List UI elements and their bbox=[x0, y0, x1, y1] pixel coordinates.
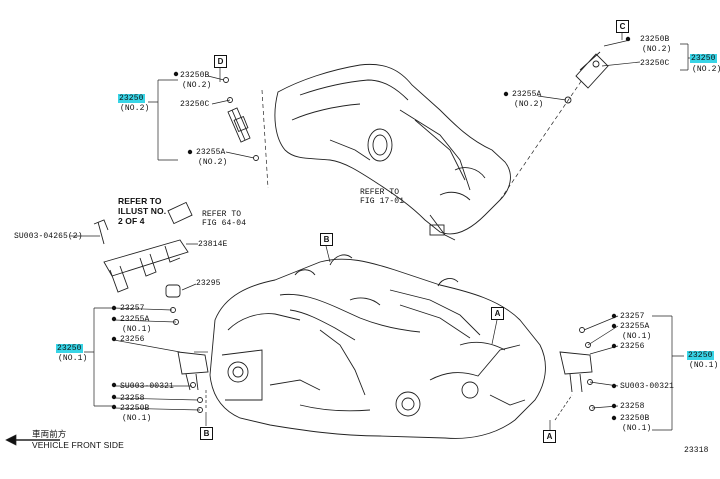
vehicle-front-jp: 車両前方 bbox=[32, 429, 67, 439]
label-23250-lr: 23250 bbox=[687, 351, 714, 360]
ref-box-c: C bbox=[616, 20, 629, 33]
label-23295: 23295 bbox=[196, 279, 221, 288]
label-no1-lr1: (NO.1) bbox=[622, 332, 652, 341]
ref-box-a-engine: A bbox=[491, 307, 504, 320]
label-su003-00321-lr: SU003-00321 bbox=[620, 382, 674, 391]
fuel-rail-drawing bbox=[93, 201, 193, 298]
refer-illust-line2: ILLUST NO. bbox=[118, 206, 167, 216]
label-no2-tr3: (NO.2) bbox=[514, 100, 544, 109]
label-23258-ll: 23258 bbox=[120, 394, 145, 403]
label-23814e: 23814E bbox=[198, 240, 228, 249]
refer-fig-17-01-line1: REFER TO bbox=[360, 188, 400, 197]
label-no2-tr2: (NO.2) bbox=[692, 65, 720, 74]
label-23256-ll: 23256 bbox=[120, 335, 145, 344]
label-23250-tl: 23250 bbox=[118, 94, 145, 103]
label-23257-ll: 23257 bbox=[120, 304, 145, 313]
label-23250c-tr: 23250C bbox=[640, 59, 670, 68]
intake-manifold-drawing bbox=[274, 63, 511, 241]
ref-box-b-engine: B bbox=[320, 233, 333, 246]
refer-fig-64-04-line1: REFER TO bbox=[202, 210, 242, 219]
vehicle-front-en: VEHICLE FRONT SIDE bbox=[32, 440, 124, 450]
diagram-number: 23318 bbox=[684, 446, 709, 455]
ref-box-d: D bbox=[214, 55, 227, 68]
refer-illust-line1: REFER TO bbox=[118, 196, 162, 206]
leader-lines bbox=[5, 32, 696, 446]
label-23255a-lr: 23255A bbox=[620, 322, 650, 331]
label-23257-lr: 23257 bbox=[620, 312, 645, 321]
label-su003-00321-ll: SU003-00321 bbox=[120, 382, 174, 391]
label-no1-ll2: (NO.1) bbox=[58, 354, 88, 363]
label-su003-04265: SU003-04265(2) bbox=[14, 232, 83, 241]
label-no2-tr1: (NO.2) bbox=[642, 45, 672, 54]
label-no2-tl2: (NO.2) bbox=[120, 104, 150, 113]
label-23250b-ll: 23250B bbox=[120, 404, 150, 413]
label-no2-tl1: (NO.2) bbox=[182, 81, 212, 90]
label-no1-ll1: (NO.1) bbox=[122, 325, 152, 334]
label-23250b-tr: 23250B bbox=[640, 35, 670, 44]
label-23256-lr: 23256 bbox=[620, 342, 645, 351]
label-23250-tr: 23250 bbox=[690, 54, 717, 63]
label-23250c-tl: 23250C bbox=[180, 100, 210, 109]
label-23250b-lr: 23250B bbox=[620, 414, 650, 423]
label-23258-lr: 23258 bbox=[620, 402, 645, 411]
label-23255a-tr: 23255A bbox=[512, 90, 542, 99]
label-23250b-tl: 23250B bbox=[180, 71, 210, 80]
engine-block-drawing bbox=[209, 254, 546, 439]
label-23255a-tl: 23255A bbox=[196, 148, 226, 157]
ref-box-a-lower: A bbox=[543, 430, 556, 443]
label-23250-ll: 23250 bbox=[56, 344, 83, 353]
label-no1-lr2: (NO.1) bbox=[689, 361, 719, 370]
refer-fig-17-01-line2: FIG 17-01 bbox=[360, 197, 405, 206]
refer-fig-64-04-line2: FIG 64-04 bbox=[202, 219, 247, 228]
bullet-dots bbox=[111, 36, 631, 421]
label-no1-lr3: (NO.1) bbox=[622, 424, 652, 433]
refer-illust-line3: 2 OF 4 bbox=[118, 216, 145, 226]
ref-box-b-lower: B bbox=[200, 427, 213, 440]
label-no1-ll3: (NO.1) bbox=[122, 414, 152, 423]
label-no2-tl3: (NO.2) bbox=[198, 158, 228, 167]
label-23255a-ll: 23255A bbox=[120, 315, 150, 324]
